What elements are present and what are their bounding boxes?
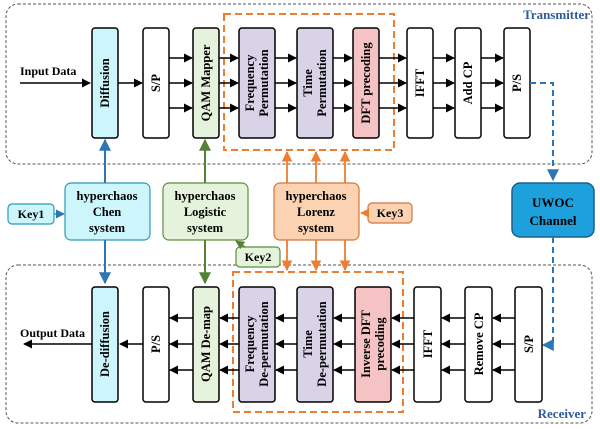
key3-box: Key3: [367, 202, 413, 224]
svg-text:Logistic: Logistic: [184, 205, 227, 219]
chen-system-block: hyperchaos Chen system: [64, 182, 151, 241]
svg-text:Diffusion: Diffusion: [98, 58, 112, 107]
svg-text:system: system: [187, 221, 224, 235]
receiver-frame: [5, 264, 593, 424]
rx-depermutation-group: [232, 271, 404, 413]
svg-text:Add CP: Add CP: [461, 61, 475, 104]
frequency-depermutation-block: Frequency De-permutation: [238, 286, 276, 403]
svg-text:Key1: Key1: [18, 207, 45, 221]
time-depermutation-block: Time De-permutation: [296, 286, 334, 403]
svg-text:Frequency: Frequency: [243, 54, 257, 111]
key2-box: Key2: [235, 246, 281, 268]
tx-permutation-group: [223, 13, 395, 151]
svg-text:Permutation: Permutation: [257, 49, 271, 116]
remove-cp-block: Remove CP: [464, 286, 493, 403]
svg-text:precoding: precoding: [373, 317, 387, 371]
uwoc-channel-block: UWOC Channel: [511, 182, 595, 238]
svg-text:QAM De-map: QAM De-map: [199, 306, 213, 382]
svg-text:Permutation: Permutation: [315, 49, 329, 116]
svg-text:hyperchaos: hyperchaos: [286, 189, 347, 203]
svg-text:system: system: [89, 221, 126, 235]
key2-arrow: [235, 240, 246, 250]
qam-demap-block: QAM De-map: [192, 286, 220, 403]
time-permutation-block: Time Permutation: [296, 27, 334, 139]
rx-sp-block: S/P: [514, 286, 543, 403]
inverse-dft-block: Inverse DFT precoding: [354, 286, 392, 403]
key1-box: Key1: [7, 203, 55, 225]
tx-sp-block: S/P: [142, 27, 170, 139]
qam-mapper-block: QAM Mapper: [192, 27, 220, 139]
svg-text:Lorenz: Lorenz: [297, 205, 335, 219]
svg-text:Time: Time: [301, 330, 315, 358]
svg-text:De-diffusion: De-diffusion: [98, 311, 112, 377]
svg-text:S/P: S/P: [149, 74, 163, 92]
svg-text:De-permutation: De-permutation: [257, 301, 271, 386]
svg-text:P/S: P/S: [149, 335, 163, 353]
tx-ps-block: P/S: [503, 27, 531, 139]
svg-text:Time: Time: [301, 69, 315, 97]
svg-text:Remove CP: Remove CP: [472, 312, 486, 375]
frequency-permutation-block: Frequency Permutation: [238, 27, 276, 139]
rx-ps-block: P/S: [142, 286, 170, 403]
receiver-label: Receiver: [538, 406, 587, 421]
output-data-label: Output Data: [20, 326, 85, 340]
add-cp-block: Add CP: [454, 27, 482, 139]
svg-text:Channel: Channel: [530, 213, 577, 228]
svg-text:Chen: Chen: [93, 205, 122, 219]
svg-text:Inverse DFT: Inverse DFT: [359, 309, 373, 377]
svg-text:P/S: P/S: [510, 74, 524, 92]
svg-text:system: system: [298, 221, 335, 235]
channel-to-rx-link: [541, 237, 554, 351]
svg-text:QAM Mapper: QAM Mapper: [199, 44, 213, 121]
svg-text:hyperchaos: hyperchaos: [77, 189, 138, 203]
svg-text:hyperchaos: hyperchaos: [175, 189, 236, 203]
transmitter-frame: [5, 3, 593, 165]
svg-text:S/P: S/P: [522, 335, 536, 353]
diffusion-block: Diffusion: [91, 27, 119, 139]
svg-text:Key2: Key2: [245, 250, 272, 264]
svg-text:IFFT: IFFT: [421, 329, 435, 358]
svg-text:IFFT: IFFT: [413, 68, 427, 97]
svg-text:UWOC: UWOC: [532, 195, 574, 210]
svg-text:Key3: Key3: [377, 206, 404, 220]
transmitter-label: Transmitter: [523, 7, 590, 22]
dft-precoding-block: DFT precoding: [352, 27, 380, 139]
lorenz-system-block: hyperchaos Lorenz system: [273, 182, 360, 241]
rx-ifft-block: IFFT: [413, 286, 442, 403]
de-diffusion-block: De-diffusion: [91, 286, 119, 403]
tx-ifft-block: IFFT: [406, 27, 434, 139]
logistic-system-block: hyperchaos Logistic system: [162, 182, 249, 241]
svg-text:Frequency: Frequency: [243, 315, 257, 372]
svg-text:De-permutation: De-permutation: [315, 301, 329, 386]
tx-to-channel-link: [530, 82, 559, 182]
input-data-label: Input Data: [20, 64, 76, 78]
svg-text:DFT precoding: DFT precoding: [359, 42, 373, 124]
